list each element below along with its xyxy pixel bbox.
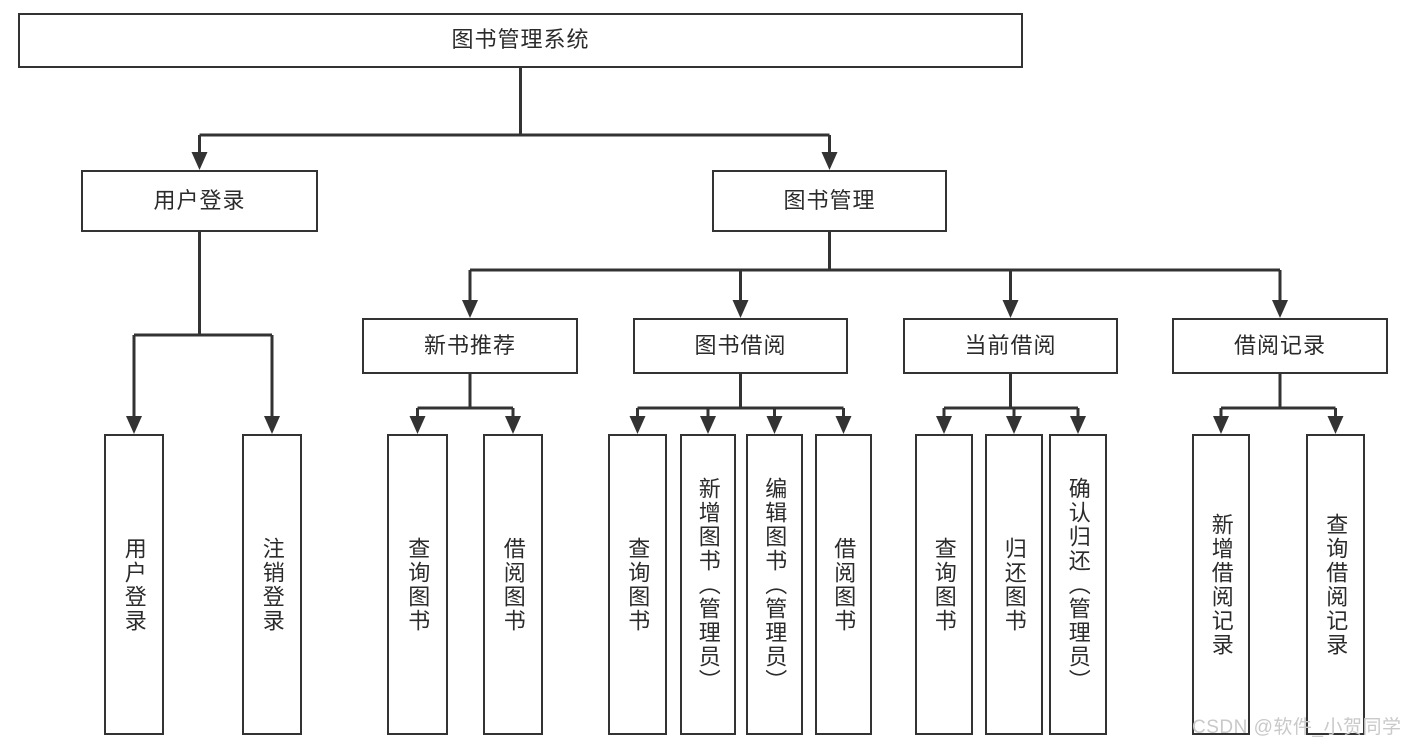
node-root[interactable]: 图书管理系统: [18, 13, 1023, 68]
node-leaf-rec-query[interactable]: 查询借阅记录: [1306, 434, 1365, 735]
node-leaf-bk-borrow[interactable]: 借阅图书: [815, 434, 872, 735]
node-label: 查询图书: [625, 536, 651, 633]
node-label: 查询图书: [931, 536, 957, 633]
node-label: 新书推荐: [423, 332, 516, 358]
node-label: 新增借阅记录: [1208, 512, 1234, 657]
node-leaf-bk-add[interactable]: 新增图书（管理员）: [680, 434, 736, 735]
node-label: 查询图书: [405, 536, 431, 633]
node-l3-borrow[interactable]: 图书借阅: [633, 318, 848, 374]
node-label: 用户登录: [153, 187, 246, 213]
node-leaf-cur-confirm[interactable]: 确认归还（管理员）: [1049, 434, 1107, 735]
node-leaf-nb-query[interactable]: 查询图书: [387, 434, 448, 735]
node-label: 图书借阅: [694, 332, 787, 358]
node-leaf-cur-query[interactable]: 查询图书: [915, 434, 973, 735]
node-leaf-bk-edit[interactable]: 编辑图书（管理员）: [746, 434, 803, 735]
node-label: 图书管理系统: [451, 27, 590, 53]
node-label: 当前借阅: [964, 332, 1057, 358]
node-label: 确认归还（管理员）: [1065, 476, 1091, 693]
node-leaf-rec-add[interactable]: 新增借阅记录: [1192, 434, 1250, 735]
node-label: 图书管理: [783, 187, 876, 213]
node-leaf-bk-query[interactable]: 查询图书: [608, 434, 667, 735]
node-l3-newbook[interactable]: 新书推荐: [362, 318, 578, 374]
node-l2-book[interactable]: 图书管理: [712, 170, 947, 232]
node-label: 借阅图书: [500, 536, 526, 633]
node-label: 查询借阅记录: [1323, 512, 1349, 657]
node-leaf-logout[interactable]: 注销登录: [242, 434, 302, 735]
node-leaf-cur-return[interactable]: 归还图书: [985, 434, 1043, 735]
node-label: 新增图书（管理员）: [695, 476, 721, 693]
node-leaf-nb-borrow[interactable]: 借阅图书: [483, 434, 543, 735]
node-leaf-login[interactable]: 用户登录: [104, 434, 164, 735]
node-label: 用户登录: [121, 536, 147, 633]
node-label: 归还图书: [1001, 536, 1027, 633]
node-label: 借阅图书: [831, 536, 857, 633]
node-l2-user[interactable]: 用户登录: [81, 170, 318, 232]
csdn-watermark: CSDN @软件_小贺同学: [1192, 717, 1402, 738]
node-l3-current[interactable]: 当前借阅: [903, 318, 1118, 374]
node-label: 借阅记录: [1233, 332, 1326, 358]
node-l3-record[interactable]: 借阅记录: [1172, 318, 1388, 374]
node-label: 注销登录: [259, 536, 285, 633]
node-label: 编辑图书（管理员）: [762, 476, 788, 693]
